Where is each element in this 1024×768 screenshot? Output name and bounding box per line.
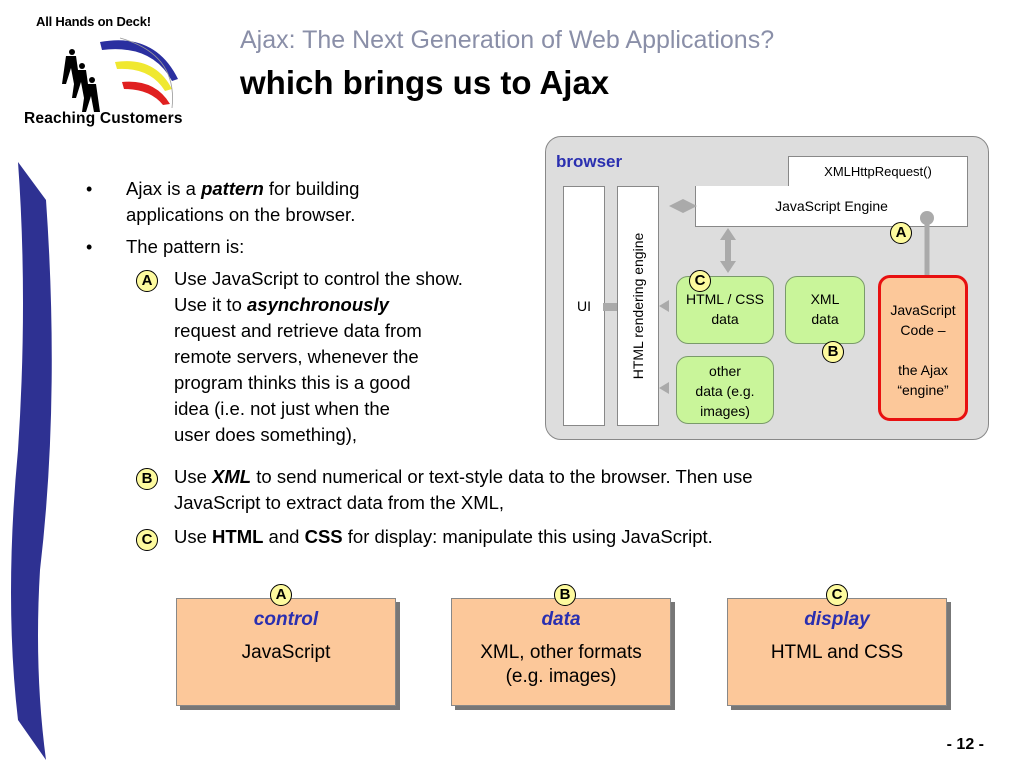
logo-sail-icon bbox=[62, 37, 178, 112]
summary-box-data: data XML, other formats (e.g. images) bbox=[451, 598, 671, 706]
ui-connector bbox=[603, 303, 617, 311]
sub-item-a: Use JavaScript to control the show. Use … bbox=[174, 268, 463, 445]
engine-arrow bbox=[669, 199, 697, 213]
summary-box-control: control JavaScript bbox=[176, 598, 396, 706]
badge-a: A bbox=[136, 270, 158, 292]
javascript-code-box: JavaScript Code – the Ajax “engine” bbox=[878, 275, 968, 421]
bullet-1: • Ajax is a pattern for building applica… bbox=[86, 178, 360, 225]
diagram-badge-b: B bbox=[822, 341, 844, 363]
logo-tagline: All Hands on Deck! bbox=[36, 14, 151, 29]
ui-box: UI bbox=[563, 186, 605, 426]
rendering-engine-box: HTML rendering engine bbox=[617, 186, 659, 426]
summary-box-display: display HTML and CSS bbox=[727, 598, 947, 706]
logo-company-name: Reaching Customers bbox=[24, 110, 183, 127]
summary-badge-c: C bbox=[826, 584, 848, 606]
slide-subtitle: Ajax: The Next Generation of Web Applica… bbox=[240, 26, 775, 54]
emphasis-asynchronously: asynchronously bbox=[247, 294, 389, 315]
diagram-badge-a: A bbox=[890, 222, 912, 244]
page-number: - 12 - bbox=[946, 736, 984, 753]
other-arrow bbox=[659, 382, 669, 394]
html-arrow bbox=[659, 300, 669, 312]
badge-b: B bbox=[136, 468, 158, 490]
summary-badge-a: A bbox=[270, 584, 292, 606]
decorative-swoosh bbox=[11, 162, 52, 760]
slide-title: which brings us to Ajax bbox=[240, 64, 610, 101]
emphasis-xml: XML bbox=[212, 466, 252, 487]
summary-badge-b: B bbox=[554, 584, 576, 606]
bullet-2: • The pattern is: bbox=[86, 236, 245, 257]
other-data-box: other data (e.g. images) bbox=[676, 356, 774, 424]
sub-item-b: Use XML to send numerical or text-style … bbox=[174, 466, 753, 513]
emphasis-pattern: pattern bbox=[201, 178, 264, 199]
xml-data-box: XML data bbox=[785, 276, 865, 344]
vertical-arrow bbox=[720, 228, 736, 273]
browser-label: browser bbox=[556, 152, 623, 171]
sub-item-c: Use HTML and CSS for display: manipulate… bbox=[174, 526, 713, 547]
diagram-badge-c: C bbox=[689, 270, 711, 292]
badge-c: C bbox=[136, 529, 158, 551]
